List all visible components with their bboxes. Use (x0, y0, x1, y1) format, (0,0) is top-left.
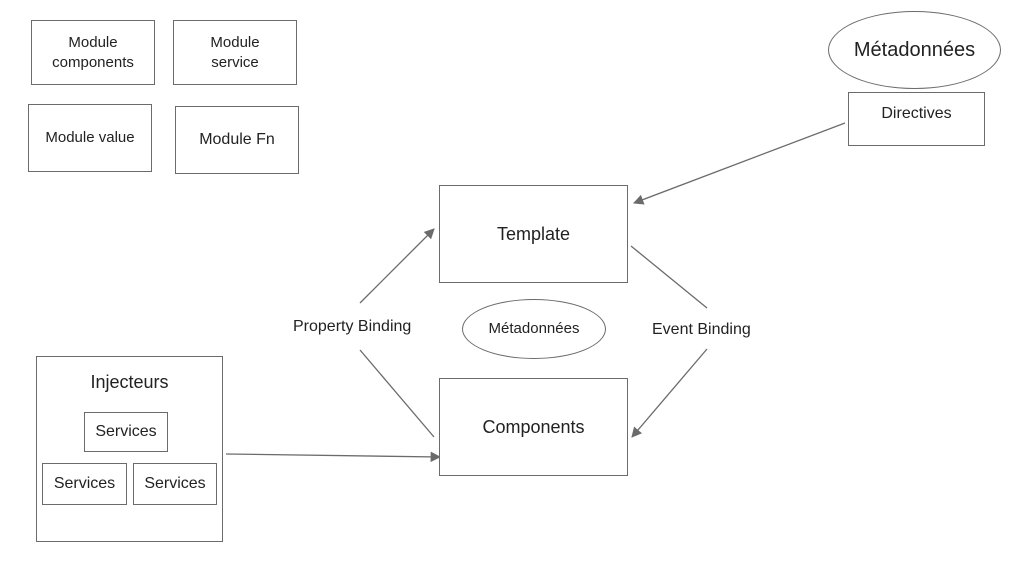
directives-label: Directives (881, 105, 952, 122)
module-service-line-1: Module (210, 33, 260, 51)
injector-service-box-right: Services (133, 463, 217, 505)
metadata-oval-top: Métadonnées (828, 11, 1001, 89)
module-components-box: Module components (31, 20, 155, 85)
injectors-title: Injecteurs (90, 372, 169, 392)
injector-service-label-right: Services (144, 475, 206, 492)
property-binding-label: Property Binding (293, 318, 412, 335)
components-box: Components (439, 378, 628, 476)
edge-components-to-property-binding (359, 349, 435, 438)
metadata-oval-center: Métadonnées (462, 299, 606, 359)
module-service-line-2: service (211, 53, 259, 71)
edge-property-binding-to-template (359, 228, 435, 304)
event-binding-label: Event Binding (652, 321, 751, 338)
injector-service-box-top: Services (84, 412, 168, 452)
edge-injectors-to-components (225, 451, 442, 463)
edge-event-binding-to-components (631, 348, 708, 438)
injector-service-label-top: Services (95, 423, 157, 440)
module-components-line-1: Module (68, 33, 118, 51)
edge-template-to-event-binding (630, 245, 708, 309)
injector-service-box-left: Services (42, 463, 127, 505)
module-components-line-2: components (52, 53, 134, 71)
module-fn-label: Module Fn (199, 131, 275, 148)
template-box: Template (439, 185, 628, 283)
module-service-box: Module service (173, 20, 297, 85)
module-value-box: Module value (28, 104, 152, 172)
components-label: Components (482, 417, 585, 437)
template-label: Template (496, 224, 571, 244)
module-fn-box: Module Fn (175, 106, 299, 174)
edge-directives-to-template (633, 122, 846, 205)
metadata-center-label: Métadonnées (488, 320, 580, 337)
module-value-label: Module value (45, 129, 135, 146)
metadata-top-label: Métadonnées (853, 38, 976, 61)
directives-box: Directives (848, 92, 985, 146)
injectors-box: Injecteurs (36, 356, 223, 542)
injector-service-label-left: Services (53, 475, 116, 492)
